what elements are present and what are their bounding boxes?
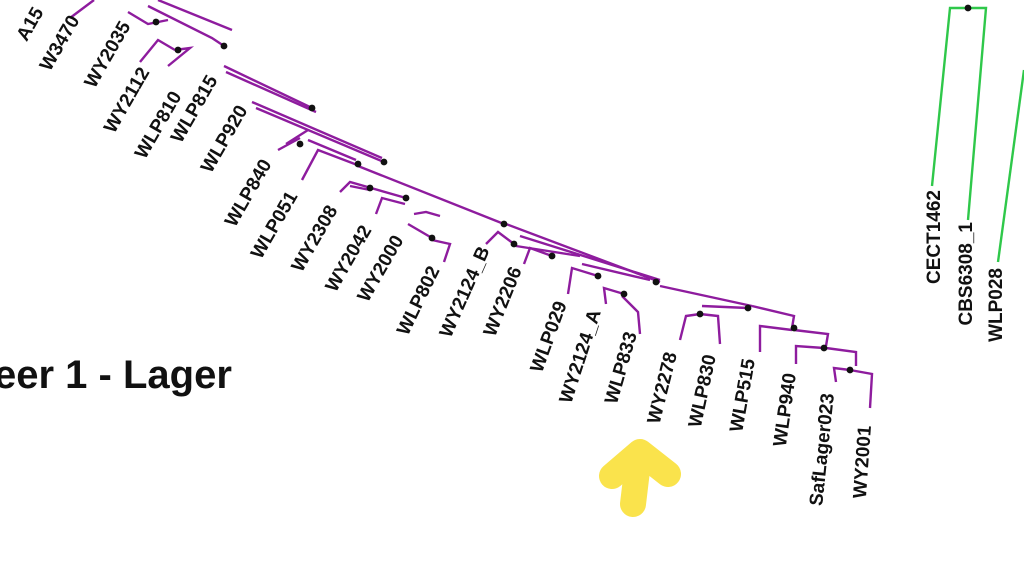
internal-node-12 xyxy=(548,252,556,260)
internal-node-5 xyxy=(296,140,304,148)
internal-node-10 xyxy=(500,220,508,228)
lager-branch-11 xyxy=(285,128,309,146)
lager-branch-7 xyxy=(225,70,317,114)
lager-branch-26 xyxy=(602,286,625,305)
leaf-wy2206: WY2206 xyxy=(480,264,527,339)
highlight-arrow-icon xyxy=(599,439,681,517)
leaf-saflager023: SafLager023 xyxy=(806,392,839,507)
internal-node-13 xyxy=(594,272,602,280)
leaf-wlp802: WLP802 xyxy=(393,263,444,339)
lager-branch-21 xyxy=(485,230,515,245)
leaf-wlp940: WLP940 xyxy=(770,372,801,448)
leaf-wlp830: WLP830 xyxy=(685,353,721,430)
lager-branch-34 xyxy=(758,324,793,352)
lager-branch-9 xyxy=(255,106,385,164)
internal-node-15 xyxy=(652,278,660,286)
lager-branch-10 xyxy=(277,136,301,152)
green-branch-1 xyxy=(966,6,988,221)
lager-branch-16 xyxy=(349,184,371,192)
lager-branch-20 xyxy=(357,164,505,226)
internal-node-0 xyxy=(152,18,160,26)
internal-node-11 xyxy=(510,240,518,248)
leaf-cect1462: CECT1462 xyxy=(924,190,945,284)
lager-branch-32 xyxy=(699,312,722,345)
lager-branch-40 xyxy=(751,304,796,329)
lager-branch-5 xyxy=(157,0,233,32)
internal-node-21 xyxy=(964,4,972,12)
internal-node-6 xyxy=(354,160,362,168)
lager-branch-19 xyxy=(431,238,452,263)
green-branch-0 xyxy=(930,6,968,187)
lager-branch-17 xyxy=(413,210,441,218)
leaf-wlp920: WLP920 xyxy=(197,102,252,177)
tree-nodes xyxy=(152,4,972,374)
leaf-wlp029: WLP029 xyxy=(527,299,572,376)
leaf-wlp833: WLP833 xyxy=(601,330,642,407)
green-branch-2 xyxy=(996,69,1024,263)
internal-node-3 xyxy=(308,104,316,112)
internal-node-1 xyxy=(174,46,182,54)
section-title: eer 1 - Lager xyxy=(0,353,232,397)
lager-branch-12 xyxy=(300,148,361,181)
lager-branch-38 xyxy=(825,346,858,366)
internal-node-7 xyxy=(366,184,374,192)
lager-branch-1 xyxy=(127,10,169,26)
lager-branch-15 xyxy=(374,196,406,215)
leaf-wlp028: WLP028 xyxy=(986,268,1007,342)
lager-branch-13 xyxy=(307,138,357,162)
lager-branch-37 xyxy=(849,368,874,409)
internal-node-19 xyxy=(820,344,828,352)
lager-branch-4 xyxy=(147,4,225,47)
lager-branch-36 xyxy=(832,366,851,383)
internal-node-8 xyxy=(402,194,410,202)
lager-branch-33 xyxy=(701,304,749,310)
leaf-wlp515: WLP515 xyxy=(726,357,760,434)
tree-branches xyxy=(69,0,1024,409)
internal-node-4 xyxy=(380,158,388,166)
leaf-wy2001: WY2001 xyxy=(850,424,876,499)
lager-branch-25 xyxy=(581,262,651,282)
lager-branch-6 xyxy=(223,64,313,110)
lager-branch-14 xyxy=(339,180,407,200)
lager-branch-27 xyxy=(621,295,642,335)
lager-branch-0 xyxy=(69,0,95,19)
internal-node-18 xyxy=(790,324,798,332)
leaf-wy2278: WY2278 xyxy=(644,350,682,426)
lager-branch-30 xyxy=(659,284,753,308)
internal-node-17 xyxy=(744,304,752,312)
leaf-cbs6308_1: CBS6308_1 xyxy=(956,222,977,326)
internal-node-9 xyxy=(428,234,436,242)
internal-node-16 xyxy=(696,310,704,318)
lager-branch-2 xyxy=(139,38,176,63)
lager-branch-8 xyxy=(251,100,383,160)
internal-node-2 xyxy=(220,42,228,50)
lager-branch-23 xyxy=(515,244,581,258)
leaf-labels: A15W3470WY2035WY2112WLP810WLP815WLP920WL… xyxy=(13,4,1007,507)
lager-branch-24 xyxy=(566,266,599,295)
lager-branch-18 xyxy=(407,222,433,240)
leaf-a15: A15 xyxy=(13,4,49,45)
lager-branch-39 xyxy=(793,328,830,347)
lager-branch-31 xyxy=(678,312,701,341)
internal-node-20 xyxy=(846,366,854,374)
lager-branch-29 xyxy=(505,222,661,284)
lager-branch-35 xyxy=(794,344,825,364)
internal-node-14 xyxy=(620,290,628,298)
